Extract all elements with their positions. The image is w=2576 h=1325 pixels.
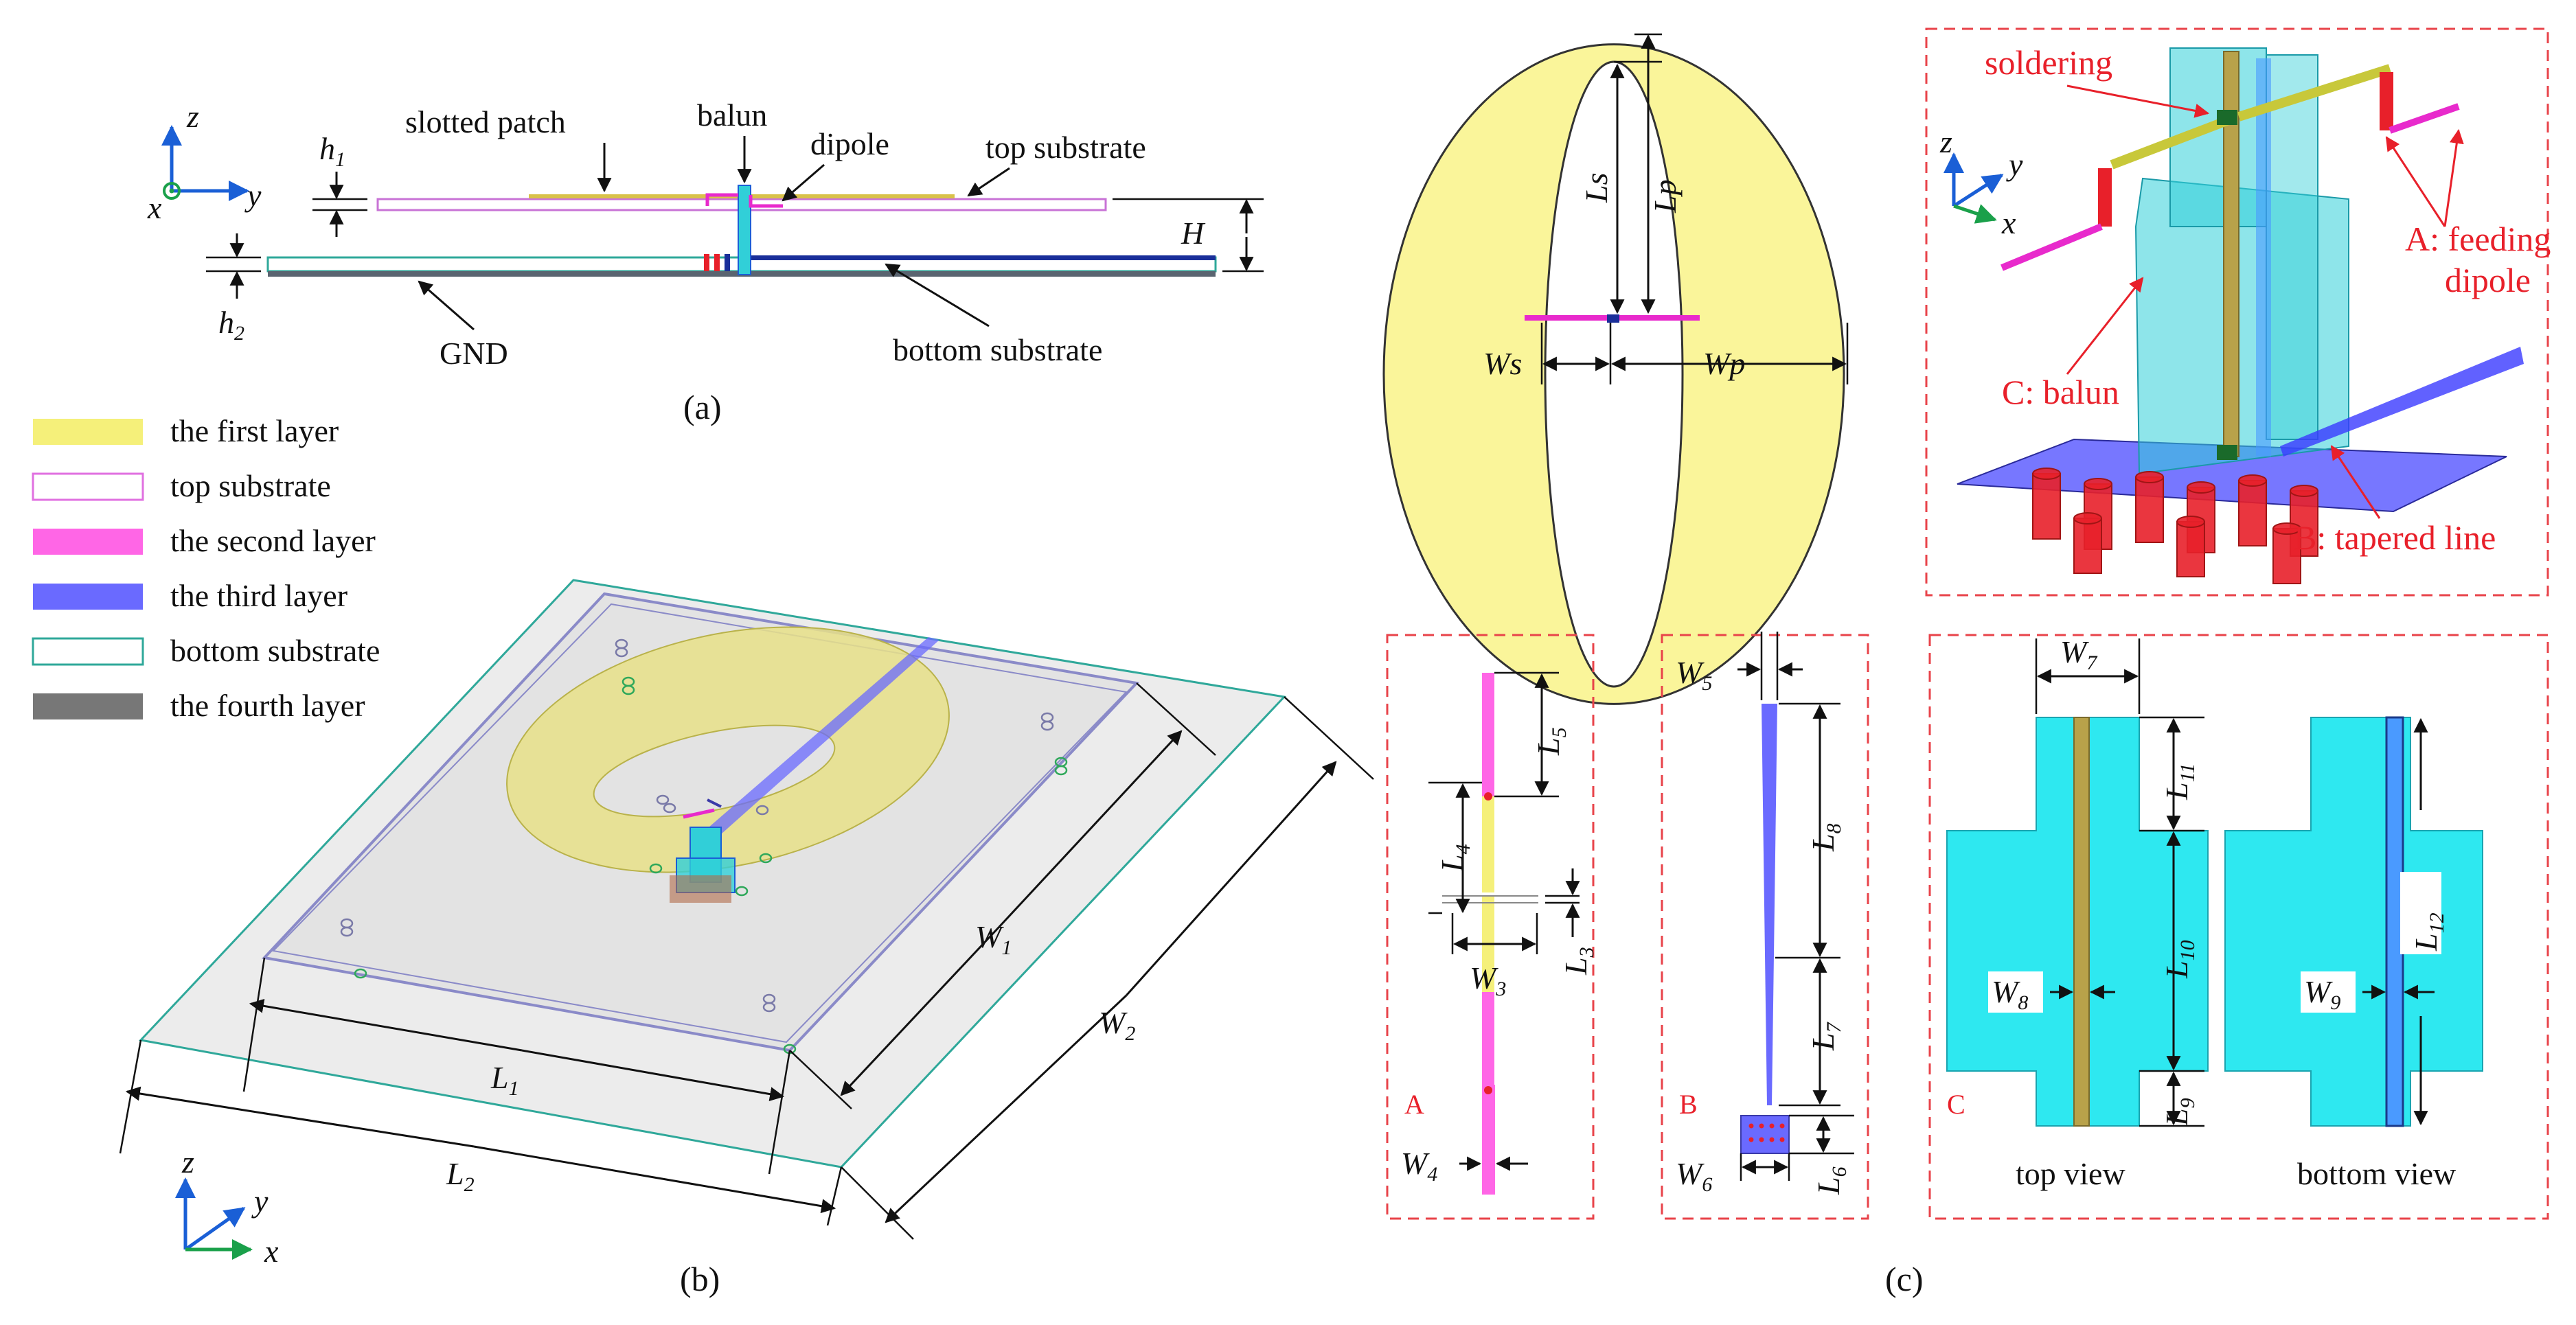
legend-label: the fourth layer: [170, 688, 365, 723]
caption-b: (b): [680, 1260, 720, 1298]
L10-label: L10: [2159, 940, 2199, 979]
axes-icon-b: z y x: [175, 1144, 279, 1269]
W6-label: W6: [1676, 1156, 1712, 1196]
balun-label: balun: [697, 97, 767, 132]
legend-label: the second layer: [170, 523, 376, 558]
slotted-patch-ellipse: [506, 626, 950, 873]
W5-label: W5: [1676, 655, 1712, 695]
balun-bottom-view: [2224, 717, 2483, 1127]
h2-label: h2: [218, 305, 244, 345]
legend-label: the third layer: [170, 578, 347, 613]
axes-icon-c: z y x: [1939, 124, 2023, 240]
axes-icon: z x y: [147, 99, 262, 225]
axis-y-b: y: [251, 1184, 269, 1219]
L9-label: L9: [2159, 1098, 2199, 1127]
slotted-patch-label: slotted patch: [405, 104, 566, 139]
panel-c-detail-C: W7 L11 L10 L9 W8 L12 W9 top view bottom …: [1928, 634, 2549, 1220]
tapered-line-callout: B: tapered line: [2294, 518, 2496, 557]
legend-label: top substrate: [170, 468, 331, 503]
top-substrate-label: top substrate: [985, 130, 1146, 165]
legend-swatch: [33, 584, 143, 610]
axis-y-c: y: [2006, 147, 2023, 182]
balun-shape: [738, 185, 751, 275]
balun-callout: C: balun: [2002, 373, 2119, 411]
W4-label: W4: [1401, 1146, 1437, 1186]
axis-z-label: z: [186, 99, 199, 134]
detail-C-tag: C: [1947, 1089, 1965, 1120]
L3-label: L3: [1558, 947, 1598, 976]
L7-label: L7: [1805, 1021, 1845, 1051]
W8-label: W8: [1992, 974, 2028, 1014]
legend-swatch: [33, 529, 143, 555]
L4-label: L4: [1435, 844, 1474, 873]
legend-swatch: [32, 472, 144, 501]
axis-z-c: z: [1939, 124, 1952, 159]
tapered-line-shape: [742, 255, 1216, 260]
axis-x-label: x: [147, 190, 162, 225]
bottom-view-label: bottom view: [2297, 1156, 2457, 1191]
W3-label: W3: [1470, 960, 1506, 1000]
panel-b-3d-view: W1 W2 L1 L2 z y x (b): [119, 579, 1374, 1298]
Ls-label: Ls: [1579, 173, 1614, 203]
axis-y-label: y: [244, 178, 262, 213]
L11-label: L11: [2159, 763, 2199, 800]
W9-label: W9: [2304, 974, 2340, 1014]
tapered-line-3d: [709, 637, 939, 834]
gnd-label: GND: [440, 336, 508, 371]
L6-label: L6: [1811, 1166, 1851, 1195]
panel-c-patch: Ls Lp Ws Wp: [1382, 33, 1849, 705]
Lp-label: Lp: [1648, 179, 1683, 214]
legend-swatch: [33, 693, 143, 719]
axis-x-c: x: [2001, 205, 2016, 240]
L5-label: L5: [1531, 727, 1571, 756]
bottom-substrate-label: bottom substrate: [893, 332, 1102, 367]
detail-B-tag: B: [1679, 1089, 1698, 1120]
Wp-label: Wp: [1703, 346, 1745, 381]
panel-c-3d-detail: z y x soldering A: feeding dipole C: bal…: [1925, 27, 2551, 597]
Ws-label: Ws: [1483, 346, 1522, 381]
detail-A-tag: A: [1404, 1089, 1424, 1120]
L1-label: L1: [490, 1060, 519, 1100]
panel-a-side-view: z x y slotted patch balun dipole top sub…: [147, 97, 1264, 426]
L2-label: L2: [446, 1156, 475, 1196]
caption-c: (c): [1885, 1260, 1924, 1298]
patch-shape: [1382, 43, 1845, 705]
axis-z-b: z: [181, 1144, 194, 1179]
W1-label: W1: [975, 919, 1012, 959]
legend-label: the first layer: [170, 413, 339, 448]
legend-label: bottom substrate: [170, 633, 380, 668]
h1-label: h1: [319, 131, 345, 171]
legend-swatch: [32, 637, 144, 666]
W7-label: W7: [2060, 634, 2098, 674]
panel-c-detail-B: W5 L8 L7 L6 W6 B: [1661, 632, 1869, 1220]
L12-label: L12: [2408, 912, 2448, 952]
L8-label: L8: [1805, 823, 1845, 852]
soldering-label: soldering: [1985, 43, 2112, 82]
feeding-dipole-label-2: dipole: [2445, 261, 2531, 299]
legend-swatch: [33, 419, 143, 445]
top-view-label: top view: [2016, 1156, 2125, 1191]
caption-a: (a): [683, 388, 722, 426]
dipole-label: dipole: [810, 126, 889, 161]
layer-legend: the first layer top substrate the second l…: [32, 413, 380, 723]
panel-c-detail-A: L5 L4 W3 L3 W4 A: [1386, 634, 1598, 1220]
W2-label: W2: [1099, 1005, 1135, 1045]
H-label: H: [1181, 216, 1206, 251]
axis-x-b: x: [264, 1234, 279, 1269]
feeding-dipole-label-1: A: feeding: [2405, 220, 2551, 258]
